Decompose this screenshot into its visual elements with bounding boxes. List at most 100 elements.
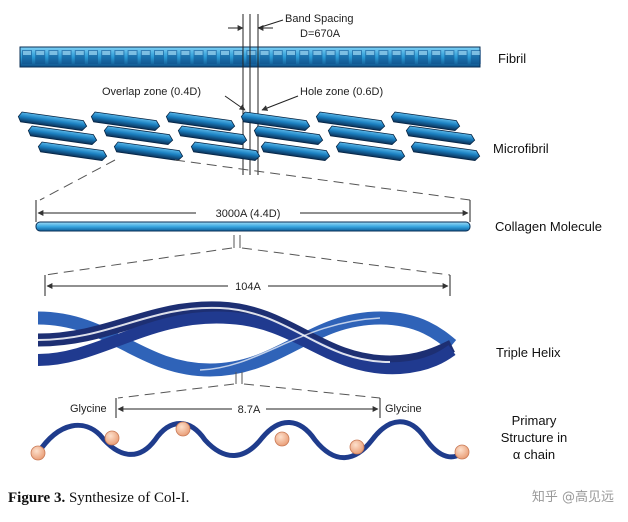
- fibril-segment-highlight: [419, 51, 427, 55]
- microfibril-rod: [315, 111, 386, 131]
- microfibril-rod: [27, 125, 98, 145]
- glycine-ball: [274, 431, 290, 447]
- fibril-segment-highlight: [194, 51, 203, 55]
- fibril-segment-highlight: [405, 51, 414, 55]
- alpha-chain: [35, 419, 465, 461]
- fibril-segment-highlight: [36, 51, 45, 55]
- collagen-molecule-label: Collagen Molecule: [495, 219, 602, 234]
- triple-helix: [37, 301, 457, 377]
- fibril-segment-highlight: [62, 51, 71, 55]
- fibril-segment: [312, 50, 323, 64]
- glycine-ball: [349, 439, 365, 455]
- fibril-segment-highlight: [471, 51, 480, 55]
- fibril-segment-highlight: [234, 51, 243, 55]
- fibril-segment-highlight: [313, 51, 322, 55]
- fibril-segment: [444, 50, 455, 64]
- helix-projection-lines: [44, 235, 451, 276]
- molecule-length-label: 3000A (4.4D): [216, 208, 281, 220]
- primary-structure-line1: Primary: [512, 413, 557, 428]
- fibril-segment: [418, 50, 428, 64]
- helix-pitch-dimension: [44, 275, 451, 296]
- fibril-segment-highlight: [432, 51, 441, 55]
- molecule-projection-lines: [39, 159, 471, 201]
- fibril-segment: [140, 50, 151, 64]
- microfibril-rod: [253, 125, 324, 145]
- fibril-segment: [74, 50, 85, 64]
- microfibril-rod: [177, 125, 248, 145]
- microfibril-rod: [390, 111, 461, 131]
- fibril-segment: [35, 50, 46, 64]
- fibril-segment-highlight: [115, 51, 124, 55]
- fibril-segment-highlight: [287, 51, 295, 55]
- glycine-right-label: Glycine: [385, 403, 422, 415]
- primary-structure-line3: α chain: [513, 447, 555, 462]
- fibril-segment-highlight: [339, 51, 348, 55]
- fibril-segment-highlight: [23, 51, 31, 55]
- microfibril-label: Microfibril: [493, 141, 549, 156]
- glycine-left-label: Glycine: [70, 403, 107, 415]
- fibril-segment: [61, 50, 72, 64]
- fibril-segment: [233, 50, 244, 64]
- fibril-segment: [404, 50, 415, 64]
- fibril-segment-highlight: [75, 51, 84, 55]
- chain-projection-lines: [117, 372, 381, 399]
- fibril-segment: [365, 50, 376, 64]
- microfibril-rod: [260, 141, 331, 161]
- band-spacing-value: D=670A: [300, 28, 341, 40]
- fibril-segment-highlight: [366, 51, 375, 55]
- fibril-segment: [220, 50, 230, 64]
- fibril-segment-highlight: [260, 51, 269, 55]
- fibril-segment: [457, 50, 468, 64]
- glycine-ball: [454, 444, 470, 460]
- fibril-segment: [272, 50, 283, 64]
- triple-helix-label: Triple Helix: [496, 345, 561, 360]
- fibril-segment-highlight: [141, 51, 150, 55]
- residue-spacing-dimension: [115, 398, 381, 418]
- fibril-segment: [286, 50, 296, 64]
- fibril-segment: [193, 50, 204, 64]
- fibril-segment-highlight: [379, 51, 388, 55]
- fibril-segment-highlight: [207, 51, 216, 55]
- fibril-segment: [127, 50, 138, 64]
- fibril-segment-highlight: [326, 51, 335, 55]
- fibril-segment-highlight: [353, 51, 361, 55]
- microfibril-rod: [410, 141, 481, 161]
- fibril-segment-highlight: [273, 51, 282, 55]
- figure-caption: Figure 3. Synthesize of Col-I.: [8, 490, 189, 507]
- glycine-ball: [30, 445, 46, 461]
- collagen-molecule-bar: [35, 221, 471, 232]
- fibril-segment: [325, 50, 336, 64]
- collagen-molecule-dimension: [35, 200, 471, 222]
- glycine-ball: [104, 430, 120, 446]
- fibril-segment: [378, 50, 389, 64]
- fibril-segment: [431, 50, 442, 64]
- hole-zone-label: Hole zone (0.6D): [300, 86, 383, 98]
- band-spacing-marker: [228, 14, 284, 175]
- microfibril-rod: [405, 125, 476, 145]
- fibril-segment-highlight: [300, 51, 309, 55]
- fibril-segment: [101, 50, 112, 64]
- microfibril-rods: [17, 111, 481, 161]
- fibril-segment: [391, 50, 402, 64]
- figure-number: Figure 3.: [8, 490, 66, 506]
- fibril-segment: [88, 50, 98, 64]
- microfibril-rod: [190, 141, 261, 161]
- primary-structure-line2: Structure in: [501, 430, 567, 445]
- microfibril-rod: [17, 111, 88, 131]
- fibril-segment: [352, 50, 362, 64]
- microfibril-rod: [327, 125, 398, 145]
- fibril-segment-highlight: [247, 51, 256, 55]
- fibril-segment-highlight: [445, 51, 454, 55]
- helix-pitch-label: 104A: [235, 281, 261, 293]
- glycine-ball: [175, 421, 191, 437]
- fibril-segment: [22, 50, 32, 64]
- fibril-segment-highlight: [221, 51, 229, 55]
- fibril-segment-highlight: [155, 51, 163, 55]
- glycine-residues: [30, 421, 470, 461]
- fibril-segment: [246, 50, 257, 64]
- fibril-segment: [180, 50, 191, 64]
- microfibril-rod: [90, 111, 161, 131]
- fibril-segment: [470, 50, 481, 64]
- fibril-segment-highlight: [168, 51, 177, 55]
- fibril-segment: [167, 50, 178, 64]
